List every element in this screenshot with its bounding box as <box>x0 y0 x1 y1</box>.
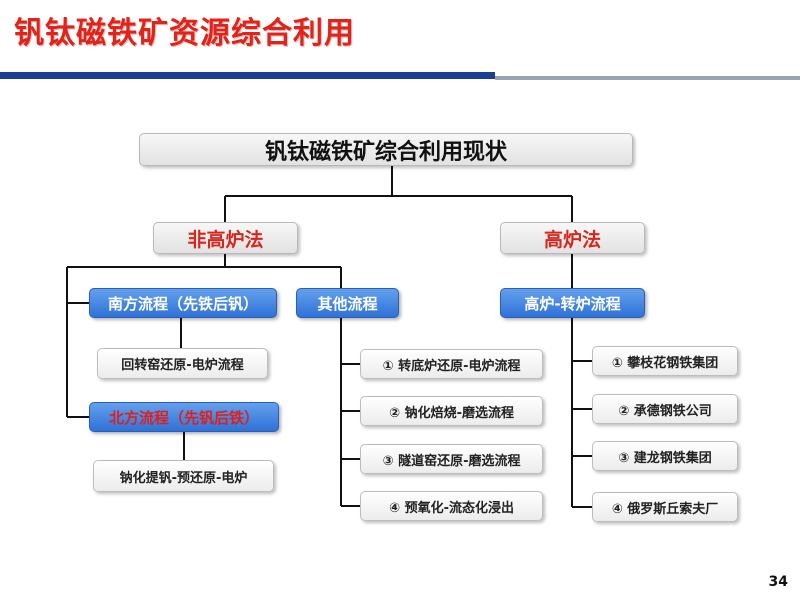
south-process-label: 南方流程（先铁后钒） <box>107 294 258 313</box>
other-child-1-label: ① 转底炉还原-电炉流程 <box>382 358 521 374</box>
blast-child-2-label: ② 承德钢铁公司 <box>618 403 712 419</box>
south-process-box: 南方流程（先铁后钒） <box>89 288 277 318</box>
branch-blast-label: 高炉法 <box>543 228 601 251</box>
header-bar-gray <box>495 76 800 80</box>
branch-non-blast-furnace: 非高炉法 <box>153 222 298 254</box>
root-box: 钒钛磁铁矿综合利用现状 <box>139 133 633 166</box>
blast-child-1-label: ① 攀枝花钢铁集团 <box>611 355 719 371</box>
other-child-3-box: ③ 隧道窑还原-磨选流程 <box>360 444 543 474</box>
other-child-4-box: ④ 预氧化-流态化浸出 <box>360 491 543 521</box>
other-child-1-box: ① 转底炉还原-电炉流程 <box>360 349 543 379</box>
other-process-box: 其他流程 <box>296 288 399 318</box>
north-process-label: 北方流程（先钒后铁） <box>108 408 259 427</box>
blast-child-3-box: ③ 建龙钢铁集团 <box>592 441 738 471</box>
other-child-2-box: ② 钠化焙烧-磨选流程 <box>360 396 543 426</box>
south-child-label: 回转窑还原-电炉流程 <box>121 358 244 373</box>
blast-child-2-box: ② 承德钢铁公司 <box>592 394 738 424</box>
blast-child-1-box: ① 攀枝花钢铁集团 <box>592 346 738 376</box>
south-child-box: 回转窑还原-电炉流程 <box>97 348 268 379</box>
blast-process-box: 高炉-转炉流程 <box>500 288 645 318</box>
north-child-label: 钠化提钒-预还原-电炉 <box>119 470 248 486</box>
blast-child-4-box: ④ 俄罗斯丘索夫厂 <box>592 492 738 522</box>
blast-child-4-label: ④ 俄罗斯丘索夫厂 <box>611 501 719 517</box>
other-process-label: 其他流程 <box>317 294 378 313</box>
branch-non-blast-label: 非高炉法 <box>187 228 264 251</box>
other-child-3-label: ③ 隧道窑还原-磨选流程 <box>382 453 521 469</box>
other-child-2-label: ② 钠化焙烧-磨选流程 <box>389 405 514 421</box>
blast-process-label: 高炉-转炉流程 <box>524 294 621 313</box>
slide-title: 钒钛磁铁矿资源综合利用 <box>14 16 355 51</box>
north-child-box: 钠化提钒-预还原-电炉 <box>93 460 274 492</box>
header-bar-blue <box>0 72 495 79</box>
other-child-4-label: ④ 预氧化-流态化浸出 <box>389 500 514 516</box>
root-label: 钒钛磁铁矿综合利用现状 <box>264 139 507 165</box>
branch-blast-furnace: 高炉法 <box>500 222 645 254</box>
north-process-box: 北方流程（先钒后铁） <box>89 402 279 432</box>
page-number: 34 <box>768 574 788 590</box>
blast-child-3-label: ③ 建龙钢铁集团 <box>618 450 712 466</box>
